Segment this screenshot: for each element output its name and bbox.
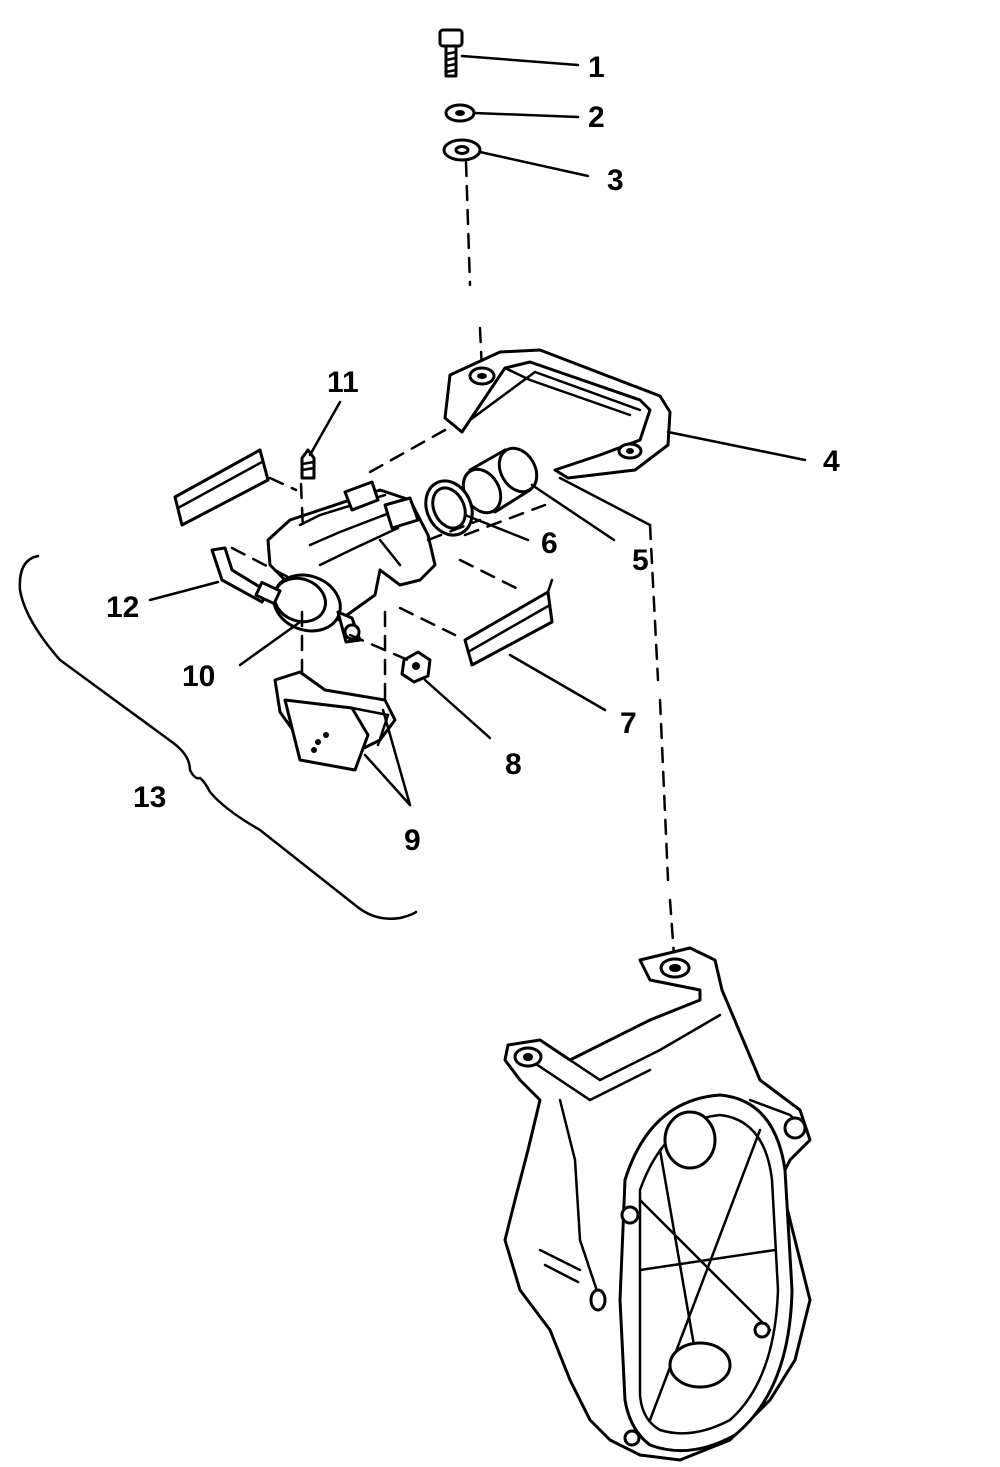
callout-3: 3	[607, 164, 624, 197]
pad-strip-lower-part-7	[463, 578, 554, 667]
mounting-axis-long	[558, 476, 676, 957]
brake-line-part-12	[210, 546, 282, 606]
brake-pads-part-9	[273, 670, 397, 772]
callout-5: 5	[632, 544, 649, 577]
callout-13: 13	[133, 781, 166, 814]
mounting-bracket-part-4	[443, 348, 672, 480]
callout-12: 12	[106, 591, 139, 624]
callout-10: 10	[182, 660, 215, 693]
callout-1: 1	[588, 51, 605, 84]
callout-11: 11	[327, 366, 359, 399]
assembly-axis-upper	[464, 160, 472, 287]
callout-8: 8	[505, 748, 522, 781]
caliper-cap-part-10	[272, 573, 362, 644]
callout-4: 4	[823, 445, 840, 478]
piston-part-5	[461, 446, 539, 515]
group-brace-13	[18, 554, 418, 920]
callout-labels: 1 2 3 4 5 6 7 8 9 10 11 12 13	[106, 51, 840, 857]
bleeder-screw-part-11	[300, 448, 316, 480]
pad-strip-upper-part-7	[173, 448, 270, 527]
caliper-alignment-lines	[230, 428, 547, 702]
nut-part-8	[400, 650, 432, 684]
callout-6: 6	[541, 527, 558, 560]
callout-7: 7	[620, 707, 637, 740]
lock-washer-part-2	[444, 103, 476, 123]
flat-washer-part-3	[442, 138, 482, 162]
seal-ring-part-6	[424, 479, 474, 537]
callout-2: 2	[588, 101, 605, 134]
bolt-part-1	[438, 28, 464, 78]
callout-9: 9	[404, 824, 421, 857]
leader-lines	[148, 54, 807, 807]
chaincase-cover	[618, 1093, 794, 1453]
